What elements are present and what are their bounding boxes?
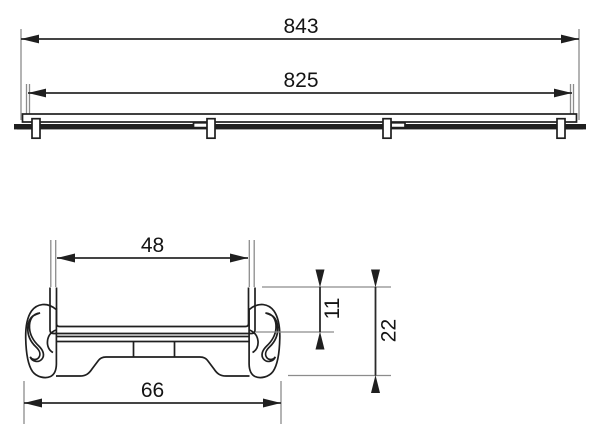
arrowhead-843-left — [21, 34, 39, 44]
arrowhead-11-bottom — [315, 331, 325, 350]
dimension-text-22: 22 — [378, 319, 401, 342]
grate-frame-bar — [17, 124, 583, 130]
grate-clip-4 — [556, 117, 566, 140]
dimension-843: 843 — [21, 15, 579, 44]
channel-inner-contour — [55, 287, 250, 328]
dimension-text-843: 843 — [283, 15, 318, 38]
grate-tab-3 — [390, 121, 406, 129]
section-view: 48 66 11 22 — [23, 234, 401, 424]
grate-top-plate — [21, 113, 578, 123]
dimension-48: 48 — [50, 234, 255, 287]
profile-underside — [56, 356, 250, 377]
channel-outer-contour — [49, 287, 256, 335]
grate-tab-2 — [192, 121, 209, 129]
end-cap-right — [248, 303, 281, 379]
arrowhead-11-top — [315, 269, 325, 288]
arrowhead-22-top — [371, 269, 380, 288]
dimension-text-11: 11 — [321, 298, 344, 320]
arrowhead-66-left — [24, 398, 42, 408]
grate-side-view — [14, 113, 586, 140]
end-cap-left-slot — [26, 312, 45, 363]
arrowhead-66-right — [263, 398, 281, 408]
end-cap-left — [24, 303, 58, 379]
arrowhead-48-right — [230, 253, 248, 263]
arrowhead-843-right — [561, 34, 579, 44]
grate-clip-1 — [31, 117, 41, 140]
dimension-22: 22 — [371, 269, 401, 393]
end-cap-left-hook — [46, 329, 57, 354]
dimension-text-48: 48 — [141, 234, 164, 257]
arrowhead-825-right — [554, 88, 572, 98]
dimension-text-66: 66 — [141, 379, 164, 402]
dimension-825: 825 — [28, 69, 572, 98]
arrowhead-22-bottom — [371, 375, 380, 393]
dimension-66: 66 — [23, 379, 282, 424]
grate-clip-2 — [206, 117, 216, 140]
arrowhead-48-left — [57, 253, 75, 263]
top-view: 843 825 — [14, 15, 586, 140]
dimension-text-825: 825 — [283, 69, 318, 92]
grate-clip-3 — [382, 117, 392, 140]
profile-support-band — [45, 335, 260, 343]
arrowhead-825-left — [28, 88, 46, 98]
dimension-11: 11 — [315, 269, 344, 350]
